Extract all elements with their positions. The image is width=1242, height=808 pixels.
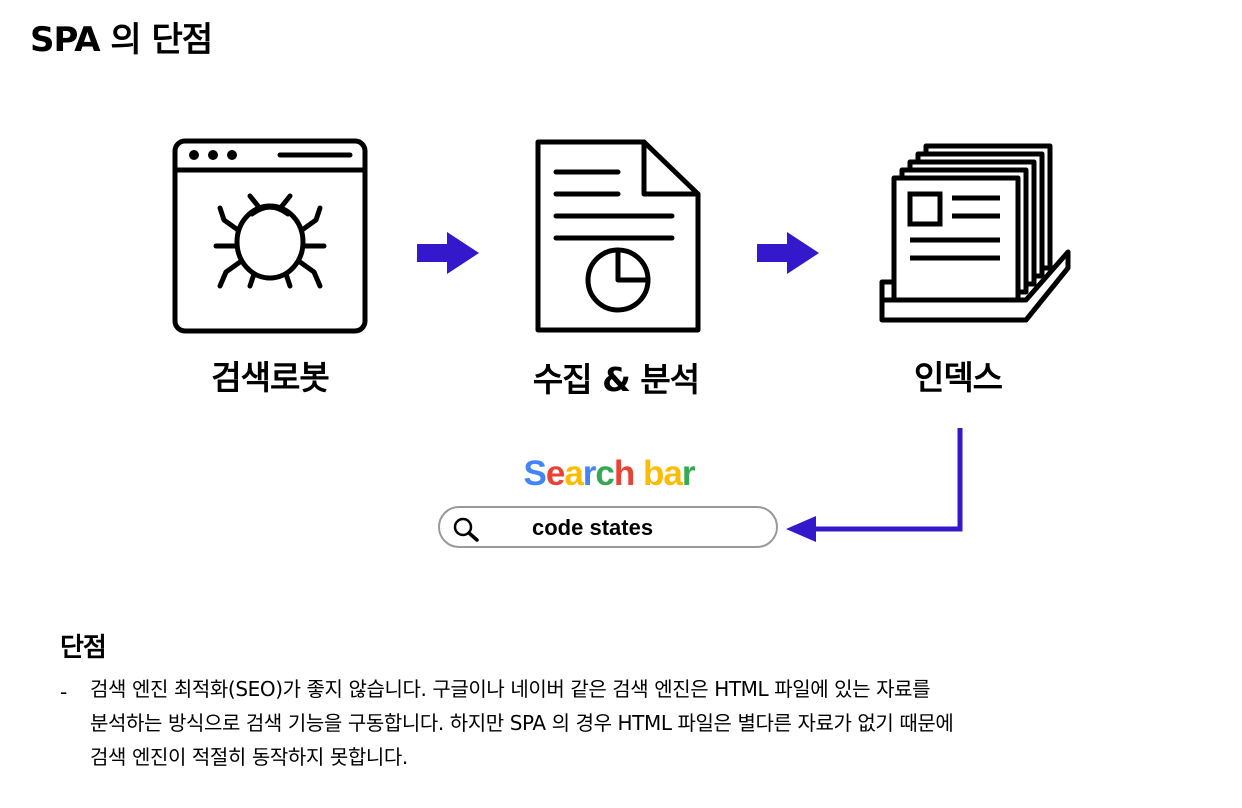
step-label-collect-analyze: 수집 & 분석 [532, 360, 700, 399]
search-title-letter: r [681, 454, 696, 493]
cons-heading: 단점 [60, 633, 107, 663]
search-bar-title: Search bar [490, 452, 728, 496]
search-title-letter: S [523, 454, 547, 493]
search-title-letter [634, 454, 643, 493]
right-arrow-icon [757, 232, 819, 274]
page-title: SPA 의 단점 [30, 20, 213, 60]
search-title-letter: r [582, 454, 597, 493]
browser-bug-icon [172, 138, 368, 334]
cons-line: 분석하는 방식으로 검색 기능을 구동합니다. 하지만 SPA 의 경우 HTM… [90, 711, 954, 735]
cons-description: 검색 엔진 최적화(SEO)가 좋지 않습니다. 구글이나 네이버 같은 검색 … [90, 672, 1210, 774]
step-label-crawler: 검색로봇 [211, 358, 329, 397]
search-input[interactable]: code states [438, 506, 778, 548]
elbow-arrow-icon [786, 428, 963, 542]
file-index-icon [879, 143, 1071, 323]
search-query: code states [532, 515, 654, 540]
search-title-letter: a [663, 454, 682, 493]
right-arrow-icon [417, 232, 479, 274]
search-title-letter: e [545, 454, 565, 493]
search-title-letter: b [643, 454, 664, 493]
step-label-index: 인덱스 [913, 358, 1003, 397]
bullet-dash: - [60, 680, 68, 704]
cons-line: 검색 엔진 최적화(SEO)가 좋지 않습니다. 구글이나 네이버 같은 검색 … [90, 677, 931, 701]
magnifier-icon [453, 517, 479, 542]
search-title-letter: c [595, 454, 614, 493]
search-title-letter: h [613, 454, 635, 493]
document-chart-icon [535, 139, 701, 333]
cons-line: 검색 엔진이 적절히 동작하지 못합니다. [90, 745, 408, 769]
search-title-letter: a [564, 454, 583, 493]
